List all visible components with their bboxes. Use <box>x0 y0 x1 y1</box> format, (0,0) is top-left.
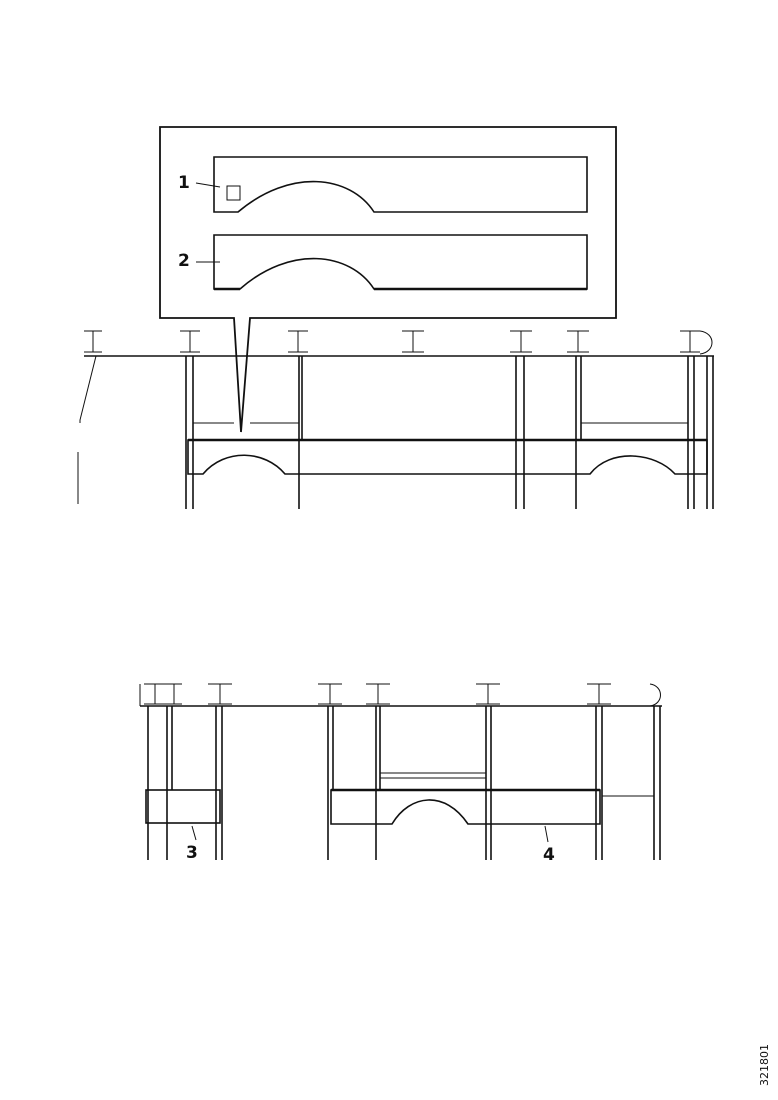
upper-vertical-members <box>185 356 714 509</box>
callout-4: 4 <box>543 845 555 865</box>
long-beam-4 <box>330 789 601 825</box>
detail-inset-frame <box>159 126 617 433</box>
beam-profile-2 <box>213 234 588 291</box>
lower-vertical-members <box>147 706 661 860</box>
upper-left-edge <box>77 355 97 504</box>
reference-code: 321801 <box>758 1044 771 1086</box>
detail-inset: 1 2 <box>159 126 617 433</box>
lower-ledges <box>380 772 654 797</box>
upper-main-beam <box>187 439 708 475</box>
callout-2: 2 <box>178 251 190 271</box>
callout-3: 3 <box>186 843 198 863</box>
upper-frame-view <box>77 330 714 509</box>
callout-1-leader <box>195 182 221 188</box>
callout-3-leader <box>191 825 197 841</box>
reinforcement-plate <box>226 185 241 201</box>
upper-crossmember-caps <box>84 330 713 355</box>
lower-crossmember-caps <box>144 683 661 707</box>
callout-1: 1 <box>178 173 190 193</box>
lower-frame-view: 3 4 <box>139 683 662 865</box>
beam-profile-1 <box>213 156 588 213</box>
callout-4-leader <box>544 825 549 843</box>
short-beam-3 <box>145 789 221 824</box>
